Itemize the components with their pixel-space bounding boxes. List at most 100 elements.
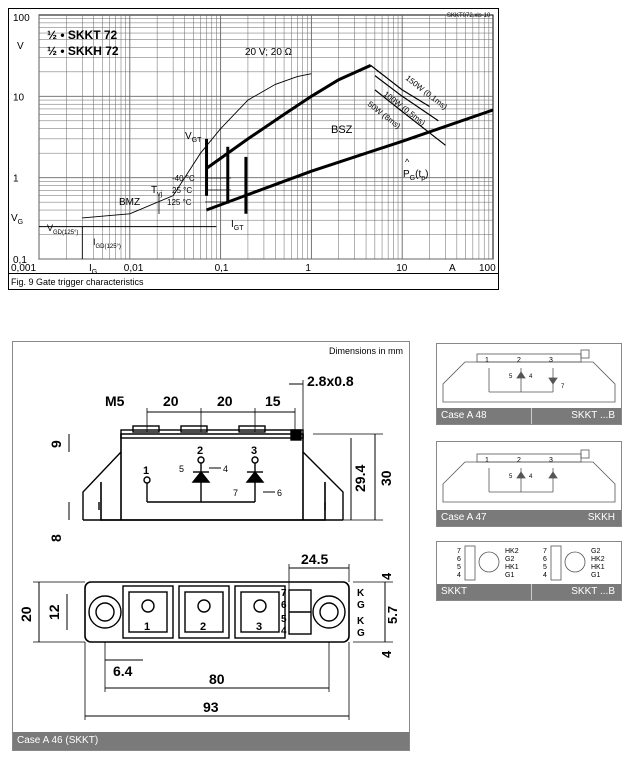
pin-b-5: 5: [543, 564, 547, 571]
a48-pin-7: 7: [561, 384, 565, 390]
bsz-label: BSZ: [331, 124, 353, 136]
bmz-label: BMZ: [119, 197, 140, 208]
y-tick-label: 100: [13, 13, 30, 24]
plan-dim-5: 80: [209, 671, 225, 687]
thumb-a48-case: Case A 48: [441, 410, 487, 421]
pg-hat: ^: [405, 157, 410, 167]
y-tick-label: 1: [13, 174, 19, 185]
plan-dim-1: 24.5: [301, 551, 328, 567]
a47-num-2: 2: [517, 457, 521, 464]
plan-terminal-1: 1: [144, 621, 150, 633]
thumb-pinout-left: SKKT: [441, 586, 468, 597]
dim-side-2: 30: [378, 470, 394, 486]
dim-top-1: 20: [163, 393, 179, 409]
dim-side-4: 8: [48, 534, 64, 542]
x-symbol: IG: [89, 263, 97, 273]
a48-pin-4: 4: [529, 374, 533, 380]
temp-label-2: 25 °C: [172, 186, 192, 195]
y-tick-label: 10: [13, 92, 25, 103]
x-tick-label: 0,1: [215, 263, 229, 273]
dim-top-2: 20: [217, 393, 233, 409]
dim-top-3: 15: [265, 393, 281, 409]
thumb-a48-type: SKKT ...B: [571, 410, 615, 421]
plan-dim-4: 6.4: [113, 663, 133, 679]
igd-label: IGD(125°): [93, 237, 121, 250]
pin-letter-g2: G: [357, 628, 365, 639]
pin-a-6: 6: [457, 556, 461, 563]
series-line: [374, 75, 439, 122]
a47-num-3: 3: [549, 457, 553, 464]
x-unit-label: A: [449, 263, 456, 273]
pin-b-7: 7: [543, 548, 547, 555]
pg-label: PG(tp): [403, 169, 428, 182]
a48-num-3: 3: [549, 357, 553, 364]
series-line: [82, 73, 312, 219]
pin-a-4: 4: [457, 572, 461, 579]
vgt-label: VGT: [185, 131, 202, 144]
series-line: [370, 64, 430, 108]
label-b-hk1: HK1: [591, 564, 605, 571]
thumbnail-pinouts: 7 6 5 4 HK2 G2 HK1 G1 7 6 5 4 G2 HK2 HK1…: [436, 541, 622, 601]
a48-num-1: 1: [485, 357, 489, 364]
plan-dim-9: 4: [379, 650, 394, 658]
dimensions-title: Dimensions in mm: [328, 346, 403, 356]
x-tick-label: 1: [305, 263, 311, 273]
source-curve-label: 20 V; 20 Ω: [245, 47, 293, 58]
thumb-pinout-footer: SKKT SKKT ...B: [437, 584, 621, 600]
plan-terminal-3: 3: [256, 621, 262, 633]
x-tick-label: 0,01: [124, 263, 144, 273]
pin-number-6: 6: [281, 600, 287, 611]
pin-letter-g1: G: [357, 600, 365, 611]
gate-pin-7: 7: [233, 488, 238, 498]
case-a48-drawing: 1 2 3 5 4 7: [442, 349, 616, 403]
a47-num-1: 1: [485, 457, 489, 464]
legend-line-1: ½ • SKKT 72: [47, 28, 118, 42]
x-tick-label: 0,001: [11, 263, 36, 273]
dim-side-3: 9: [48, 440, 64, 448]
pin-a-7: 7: [457, 548, 461, 555]
terminal-2: 2: [197, 445, 203, 457]
gate-pin-4: 4: [223, 464, 228, 474]
vgd-label: VGD(125°): [47, 223, 78, 236]
x-tick-label: 10: [396, 263, 408, 273]
dim-top-4: 2.8x0.8: [307, 373, 354, 389]
gate-pin-6: 6: [277, 488, 282, 498]
plan-dim-8: 5.7: [385, 606, 400, 624]
pin-number-7: 7: [281, 588, 287, 599]
pin-a-5: 5: [457, 564, 461, 571]
power-label-150w: 150W (0,1ms): [404, 73, 449, 111]
label-a-hk1: HK1: [505, 564, 519, 571]
temp-arrows: [158, 177, 231, 214]
series-line: [205, 64, 372, 170]
terminal-3: 3: [251, 445, 257, 457]
panel-footer-label: Case A 46 (SKKT): [17, 735, 99, 746]
thumb-a47-type: SKKH: [587, 512, 615, 523]
source-file-note: SKKT072.xls-10: [447, 13, 491, 19]
panel-footer: Case A 46 (SKKT): [13, 732, 409, 750]
pin-letter-k2: K: [357, 616, 365, 627]
plan-dim-7: 4: [379, 572, 394, 580]
terminal-1: 1: [143, 465, 149, 477]
a47-pin-5: 5: [509, 474, 513, 480]
y-unit-label: V: [17, 41, 24, 52]
thumb-a47-footer: Case A 47 SKKH: [437, 510, 621, 526]
case-a47-drawing: 1 2 3 5 4: [442, 449, 616, 503]
label-b-g1: G1: [591, 572, 600, 579]
pin-b-6: 6: [543, 556, 547, 563]
plan-dim-2: 20: [18, 606, 34, 622]
y-tick-label: 0,1: [13, 255, 27, 266]
pin-number-5: 5: [281, 614, 287, 625]
label-a-g1: G1: [505, 572, 514, 579]
label-b-g2: G2: [591, 548, 600, 555]
thumbnail-case-a47: 1 2 3 5 4 Case A 47 SKKH: [436, 441, 622, 527]
igt-label: IGT: [231, 219, 244, 232]
label-a-hk2: HK2: [505, 548, 519, 555]
side-view-outline: [100, 433, 326, 521]
thumb-pinout-right: SKKT ...B: [571, 586, 615, 597]
dimensions-panel: Dimensions in mm: [12, 341, 410, 751]
plan-terminal-2: 2: [200, 621, 206, 633]
label-b-hk2: HK2: [591, 556, 605, 563]
series-line: [205, 108, 494, 212]
